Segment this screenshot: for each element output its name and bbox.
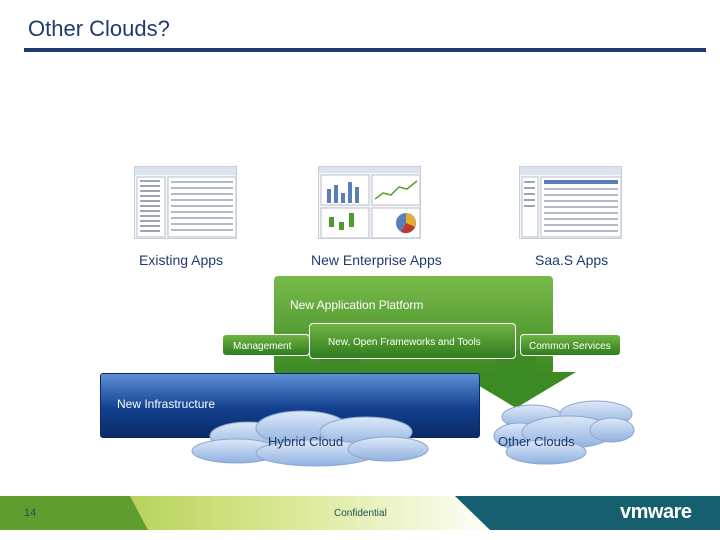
other-clouds-icon [494,401,634,464]
page-number: 14 [24,507,36,519]
hybrid-cloud-label: Hybrid Cloud [268,434,343,449]
confidential-label: Confidential [334,508,387,519]
other-clouds-label: Other Clouds [498,434,575,449]
vmware-logo: vmware [620,501,692,524]
